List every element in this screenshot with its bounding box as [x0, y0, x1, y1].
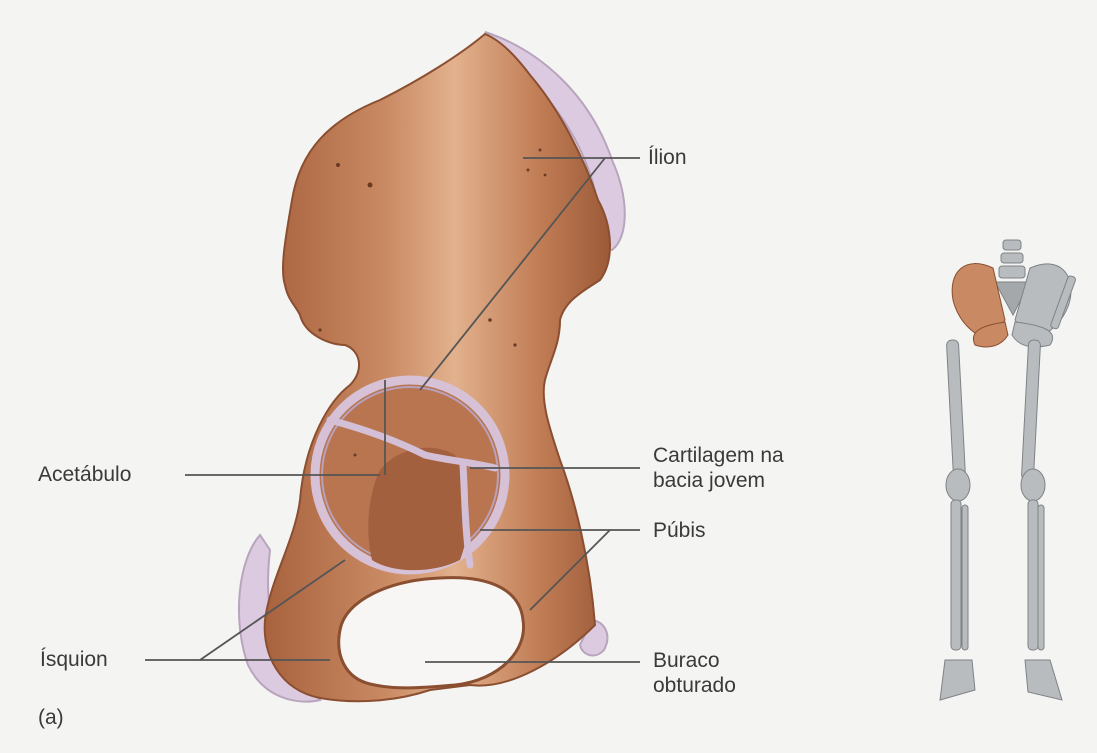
label-cartilagem-line1: Cartilagem na [653, 443, 784, 468]
label-acetabulo: Acetábulo [38, 462, 131, 487]
skeleton-thumbnail [940, 240, 1076, 700]
panel-letter: (a) [38, 705, 64, 730]
label-isquion: Ísquion [40, 647, 108, 672]
label-cartilagem-line2: bacia jovem [653, 468, 784, 493]
label-buraco-line1: Buraco [653, 648, 736, 673]
label-buraco-line2: obturado [653, 673, 736, 698]
acetabulum-floor [368, 448, 469, 570]
label-pubis: Púbis [653, 518, 706, 543]
label-buraco-obturado: Buraco obturado [653, 648, 736, 698]
label-cartilagem: Cartilagem na bacia jovem [653, 443, 784, 493]
label-ilion: Ílion [648, 145, 687, 170]
